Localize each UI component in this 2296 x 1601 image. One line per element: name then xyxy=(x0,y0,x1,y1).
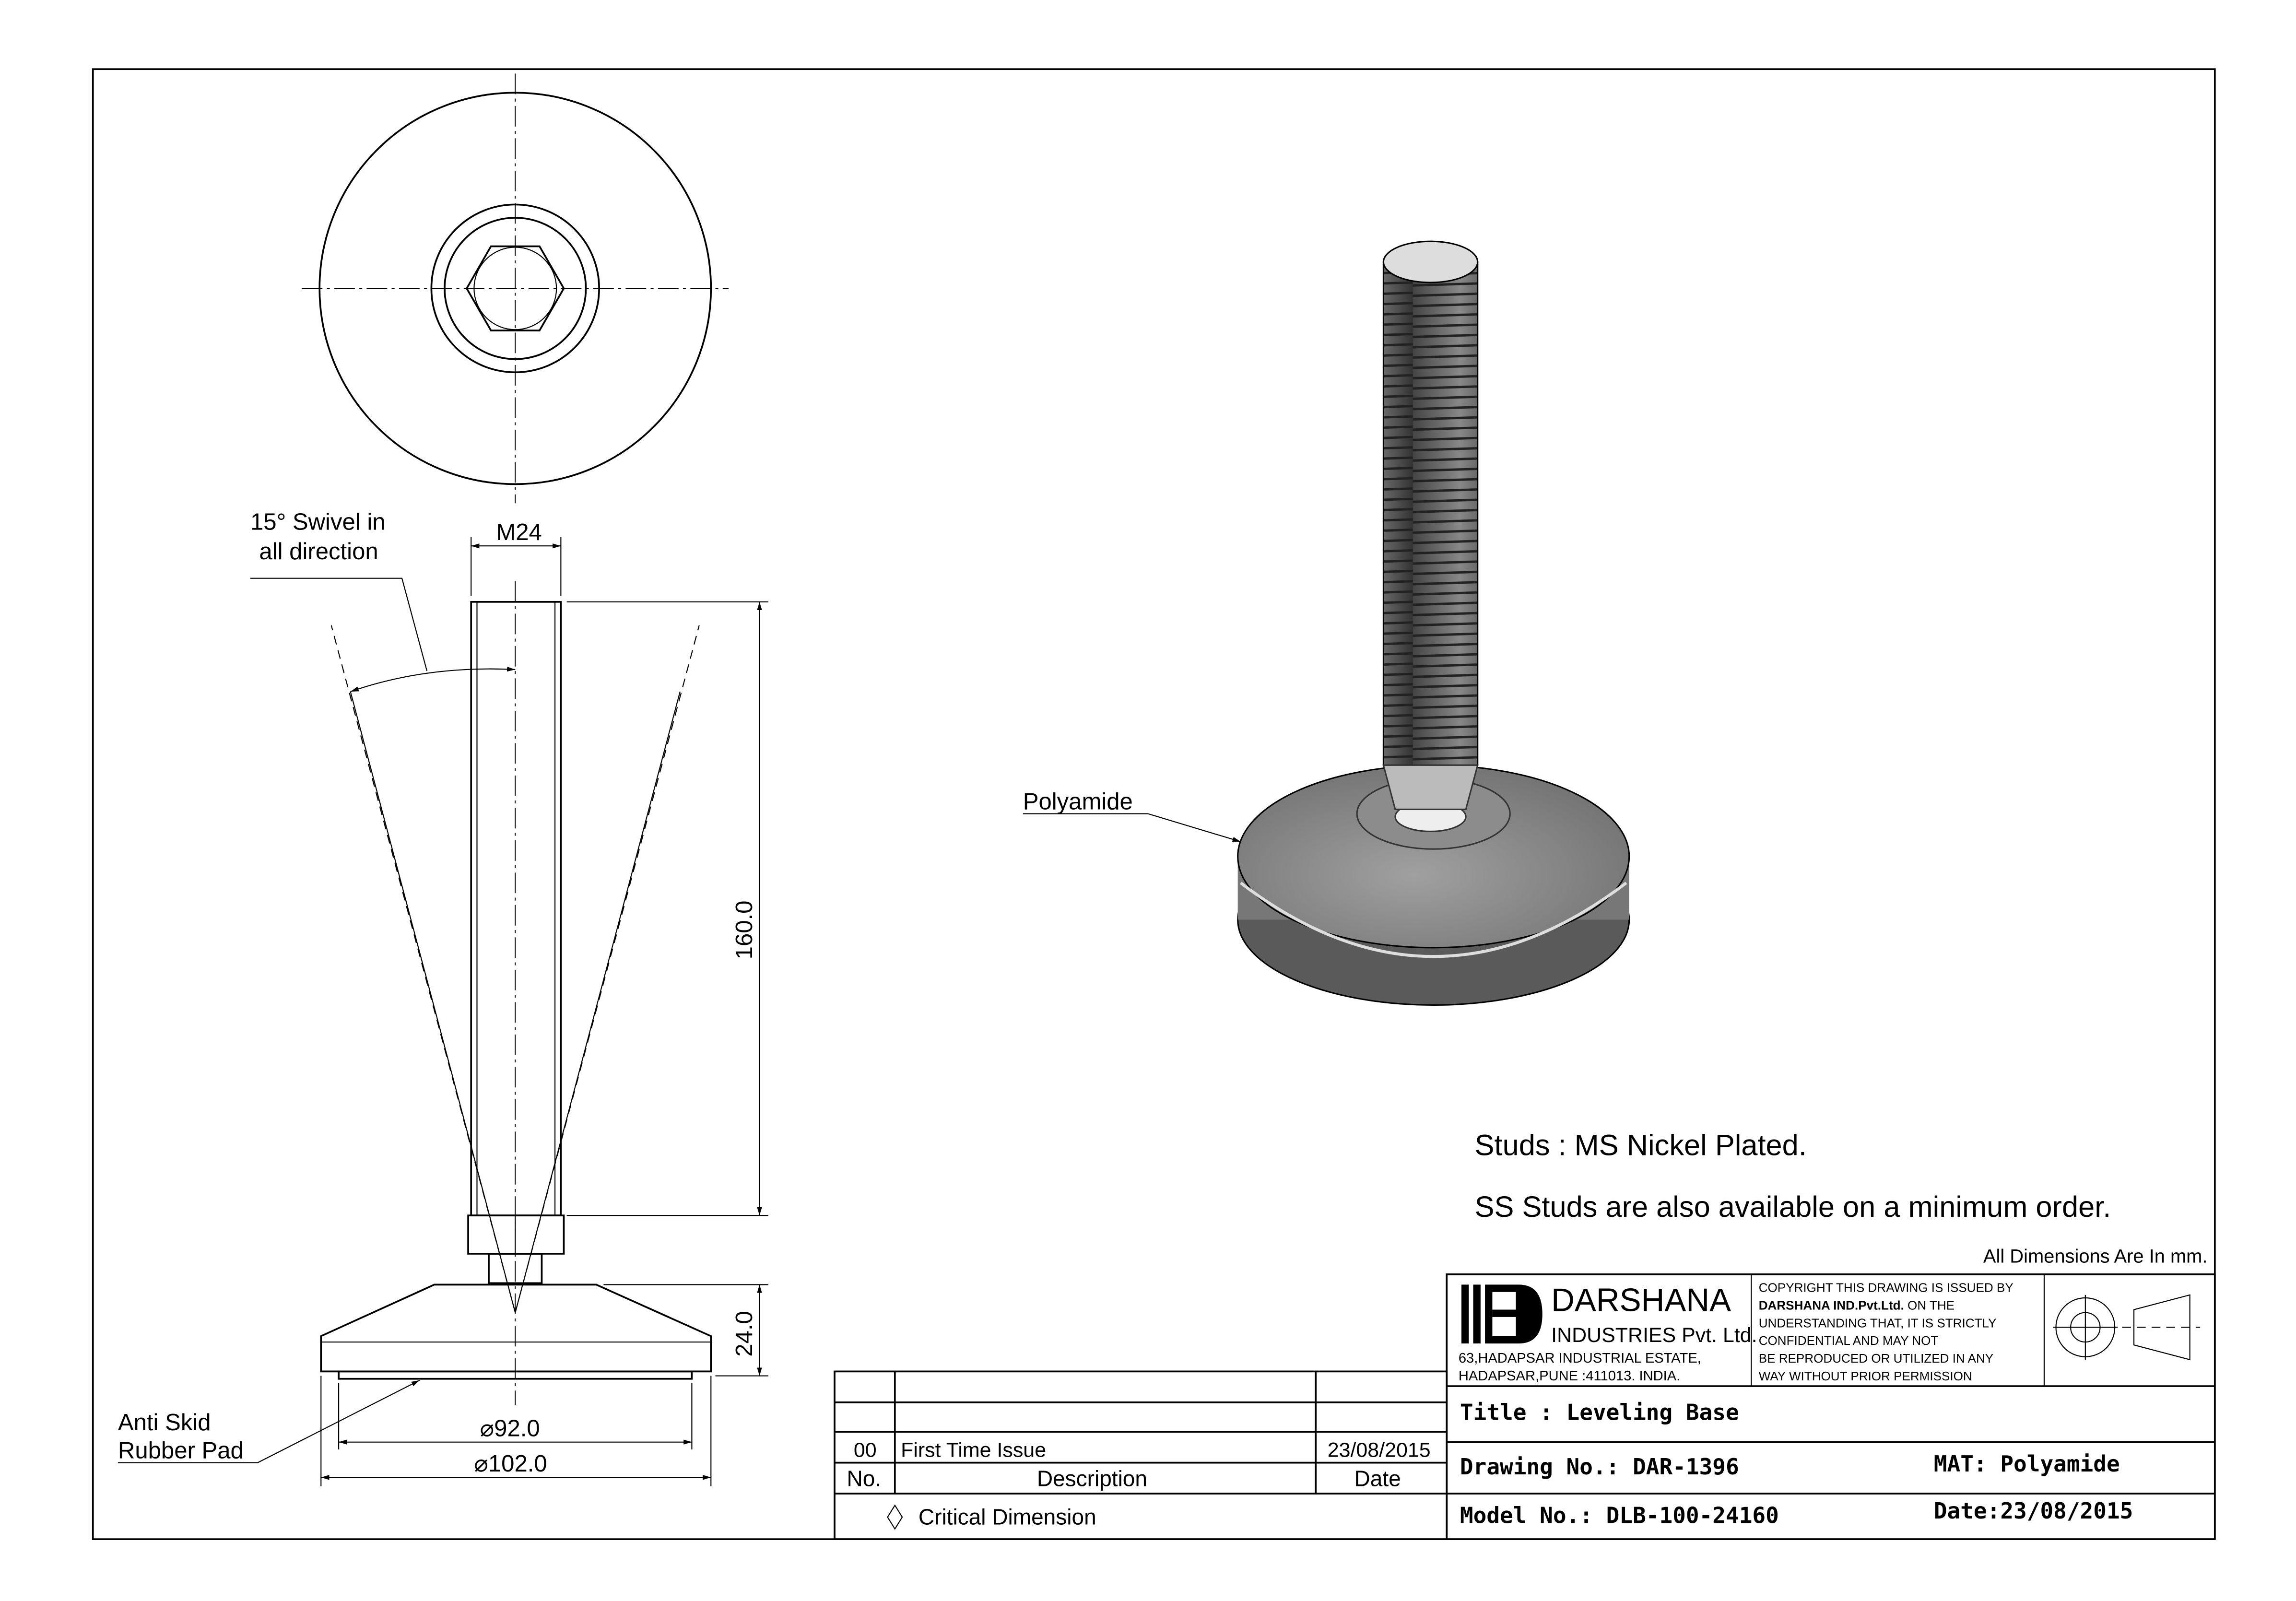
revision-row-date: 23/08/2015 xyxy=(1328,1438,1431,1461)
length-dim: 160.0 xyxy=(731,901,757,960)
drawing-number: Drawing No.: DAR-1396 xyxy=(1460,1454,1739,1480)
company-address-2: HADAPSAR,PUNE :411013. INDIA. xyxy=(1459,1368,1680,1384)
note-studs: Studs : MS Nickel Plated. xyxy=(1475,1129,1807,1162)
company-address-1: 63,HADAPSAR INDUSTRIAL ESTATE, xyxy=(1459,1351,1701,1366)
copyright-line4: CONFIDENTIAL AND MAY NOT xyxy=(1759,1333,1939,1348)
critical-dimension-diamond-icon xyxy=(887,1504,903,1530)
header-no: No. xyxy=(847,1466,882,1491)
note-ss-studs: SS Studs are also available on a minimum… xyxy=(1475,1190,2111,1224)
isometric-view xyxy=(1023,240,1630,1006)
note-units: All Dimensions Are In mm. xyxy=(1983,1246,2208,1267)
material-callout: Polyamide xyxy=(1023,789,1133,814)
swivel-label-line2: all direction xyxy=(259,539,378,565)
drawing-date: Date:23/08/2015 xyxy=(1934,1498,2133,1524)
projection-symbol-icon xyxy=(2053,1294,2201,1361)
header-date: Date xyxy=(1354,1466,1401,1491)
copyright-line1: COPYRIGHT THIS DRAWING IS ISSUED BY xyxy=(1759,1281,2013,1295)
copyright-line3: UNDERSTANDING THAT, IT IS STRICTLY xyxy=(1759,1316,1997,1330)
dimension-lines xyxy=(118,537,768,1486)
critical-dimension-legend: Critical Dimension xyxy=(918,1504,1096,1529)
copyright-line6: WAY WITHOUT PRIOR PERMISSION xyxy=(1759,1369,1972,1383)
darshana-logo xyxy=(1461,1284,1542,1344)
copyright-line2-rest: ON THE xyxy=(1904,1298,1955,1313)
copyright-line2: DARSHANA IND.Pvt.Ltd. ON THE xyxy=(1759,1298,1955,1313)
top-view xyxy=(302,73,729,504)
base-diameter-dim: ⌀102.0 xyxy=(474,1451,547,1477)
revision-table xyxy=(834,1370,1448,1540)
revision-row-description: First Time Issue xyxy=(901,1438,1046,1461)
base-height-dim: 24.0 xyxy=(731,1311,757,1357)
side-view xyxy=(250,577,712,1405)
pad-label-line1: Anti Skid xyxy=(118,1410,211,1436)
model-number: Model No.: DLB-100-24160 xyxy=(1460,1502,1779,1528)
thread-size-dim: M24 xyxy=(496,519,542,545)
copyright-line5: BE REPRODUCED OR UTILIZED IN ANY xyxy=(1759,1351,1993,1366)
drawing-title: Title : Leveling Base xyxy=(1460,1400,1739,1425)
copyright-company: DARSHANA IND.Pvt.Ltd. xyxy=(1759,1298,1904,1313)
pad-diameter-dim: ⌀92.0 xyxy=(480,1415,540,1441)
swivel-label-line1: 15° Swivel in xyxy=(250,509,386,535)
company-subtitle: INDUSTRIES Pvt. Ltd. xyxy=(1551,1324,1757,1347)
revision-row-no: 00 xyxy=(854,1438,877,1461)
title-block xyxy=(1446,1273,2216,1540)
pad-label-line2: Rubber Pad xyxy=(118,1437,244,1463)
material: MAT: Polyamide xyxy=(1934,1451,2120,1477)
company-name: DARSHANA xyxy=(1551,1283,1731,1318)
header-description: Description xyxy=(1037,1466,1147,1491)
